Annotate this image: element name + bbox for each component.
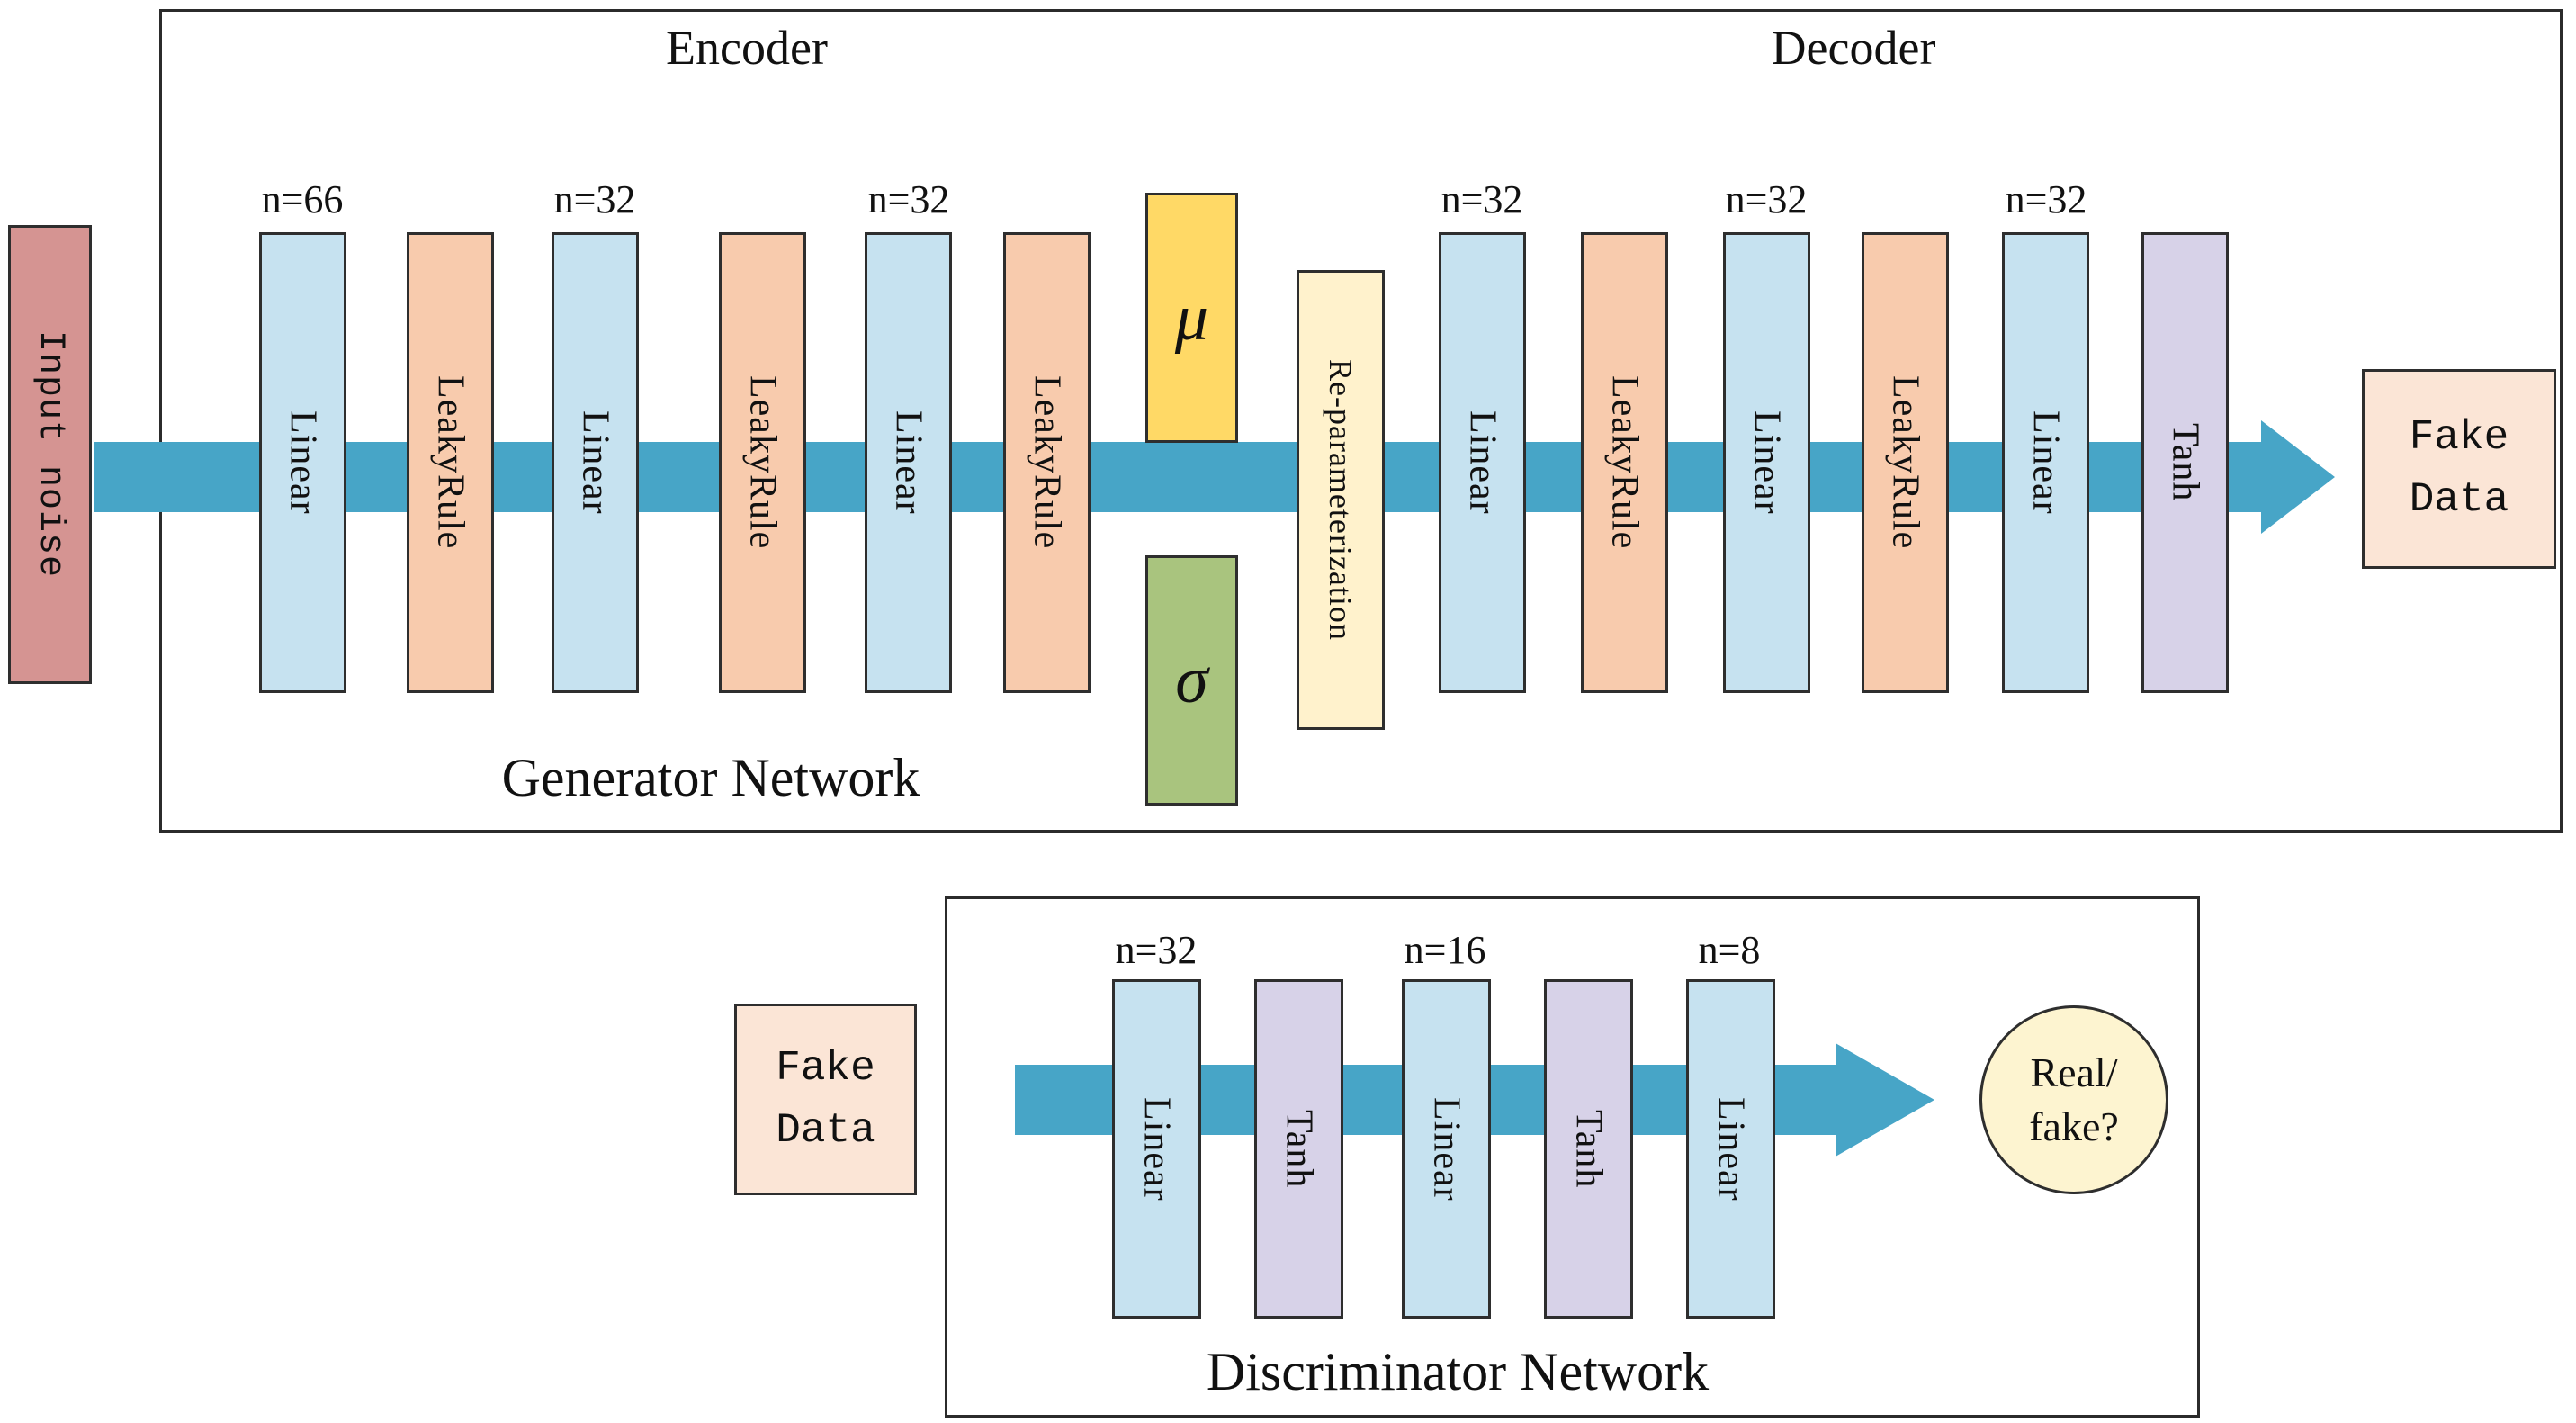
layer-label: Tanh (1278, 1109, 1320, 1189)
sigma-symbol: σ (1175, 643, 1208, 717)
encoder-n-label-2: n=32 (553, 177, 636, 221)
layer-label: LeakyRule (1603, 375, 1646, 550)
layer-label: LeakyRule (741, 375, 784, 550)
decoder-layer-linear-2: Linear (1723, 232, 1810, 693)
encoder-layer-leakyrule-2: LeakyRule (719, 232, 806, 693)
decoder-layer-tanh: Tanh (2141, 232, 2229, 693)
layer-label: Linear (887, 410, 929, 515)
real-fake-output-circle: Real/ fake? (1979, 1005, 2168, 1194)
fake-data-line1: Fake (2409, 414, 2509, 461)
fake-data-line2: Data (776, 1106, 875, 1154)
discriminator-flow-arrowhead (1836, 1043, 1934, 1157)
mu-block: μ (1145, 193, 1238, 443)
discriminator-network-label: Discriminator Network (1206, 1342, 1710, 1401)
generator-fake-data-box: Fake Data (2362, 369, 2556, 569)
encoder-layer-leakyrule-1: LeakyRule (407, 232, 494, 693)
real-fake-line1: Real/ (2030, 1049, 2118, 1096)
decoder-n-label-2: n=32 (1725, 177, 1808, 221)
real-fake-line2: fake? (2029, 1103, 2119, 1149)
encoder-layer-linear-2: Linear (552, 232, 639, 693)
reparameterization-block: Re-parameterization (1297, 270, 1385, 730)
generator-network-box (159, 9, 2563, 833)
decoder-n-label-3: n=32 (2005, 177, 2087, 221)
discriminator-layer-linear-2: Linear (1402, 979, 1491, 1319)
fake-data-line2: Data (2409, 476, 2509, 523)
discriminator-layer-linear-3: Linear (1686, 979, 1775, 1319)
encoder-n-label-1: n=66 (261, 177, 344, 221)
decoder-layer-linear-1: Linear (1439, 232, 1526, 693)
layer-label: Linear (1461, 410, 1503, 515)
layer-label: LeakyRule (429, 375, 471, 550)
layer-label: Tanh (1567, 1109, 1610, 1189)
layer-label: LeakyRule (1026, 375, 1068, 550)
layer-label: Linear (1135, 1096, 1178, 1202)
input-noise-label: Input noise (30, 330, 70, 579)
discriminator-n-label-3: n=8 (1698, 928, 1761, 972)
encoder-layer-linear-1: Linear (259, 232, 346, 693)
reparameterization-label: Re-parameterization (1323, 359, 1359, 641)
discriminator-n-label-1: n=32 (1115, 928, 1198, 972)
sigma-block: σ (1145, 555, 1238, 806)
discriminator-fake-data-box: Fake Data (734, 1004, 917, 1195)
layer-label: Tanh (2164, 423, 2206, 502)
discriminator-layer-linear-1: Linear (1112, 979, 1201, 1319)
generator-flow-arrowhead (2261, 420, 2335, 534)
decoder-n-label-1: n=32 (1441, 177, 1523, 221)
layer-label: LeakyRule (1884, 375, 1926, 550)
discriminator-layer-tanh-2: Tanh (1544, 979, 1633, 1319)
fake-data-line1: Fake (776, 1044, 875, 1092)
discriminator-layer-tanh-1: Tanh (1254, 979, 1343, 1319)
discriminator-network-box (945, 896, 2200, 1418)
mu-symbol: μ (1174, 280, 1209, 355)
generator-network-label: Generator Network (501, 748, 920, 807)
encoder-n-label-3: n=32 (867, 177, 950, 221)
encoder-layer-leakyrule-3: LeakyRule (1003, 232, 1091, 693)
layer-label: Linear (574, 410, 616, 515)
layer-label: Linear (1746, 410, 1788, 515)
encoder-title: Encoder (666, 21, 828, 75)
decoder-title: Decoder (1771, 21, 1936, 75)
encoder-layer-linear-3: Linear (865, 232, 952, 693)
decoder-layer-leakyrule-1: LeakyRule (1581, 232, 1668, 693)
layer-label: Linear (282, 410, 324, 515)
layer-label: Linear (1425, 1096, 1468, 1202)
layer-label: Linear (2024, 410, 2067, 515)
discriminator-n-label-2: n=16 (1404, 928, 1486, 972)
layer-label: Linear (1710, 1096, 1752, 1202)
decoder-layer-leakyrule-2: LeakyRule (1862, 232, 1949, 693)
input-noise-block: Input noise (8, 225, 92, 684)
decoder-layer-linear-3: Linear (2002, 232, 2089, 693)
